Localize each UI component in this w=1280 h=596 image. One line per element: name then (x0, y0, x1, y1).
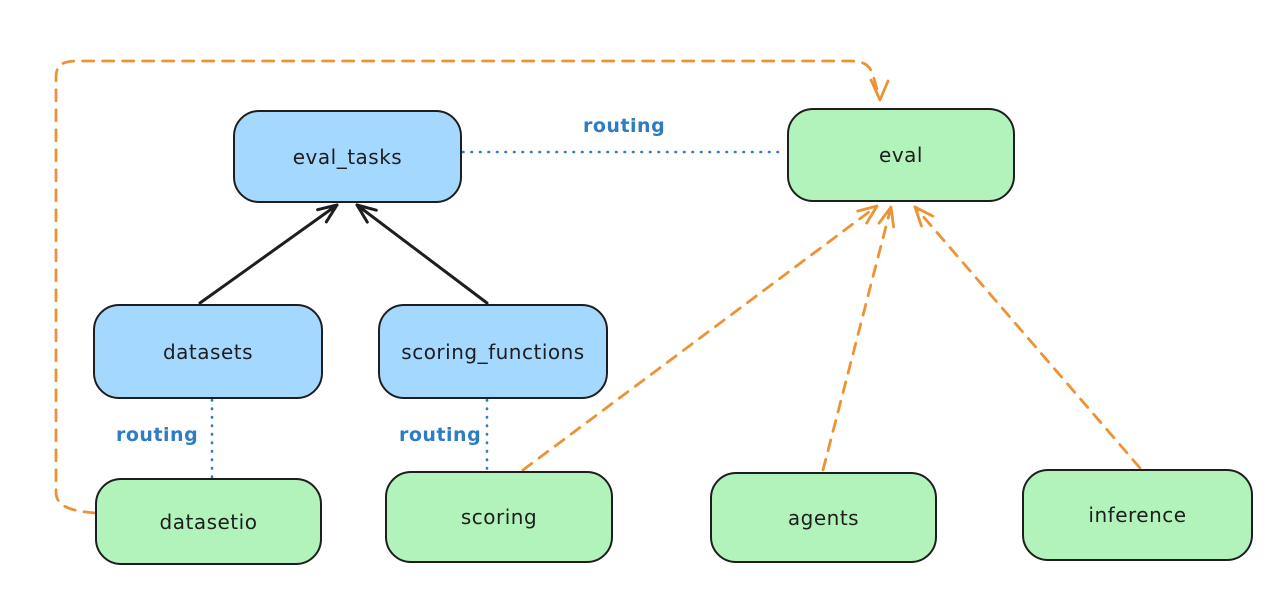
node-scoring-functions-label: scoring_functions (401, 339, 585, 364)
node-scoring[interactable]: scoring (385, 471, 613, 563)
node-inference-label: inference (1088, 503, 1187, 527)
node-scoring-label: scoring (460, 505, 538, 529)
edge-agents-to-eval-arrowhead (877, 205, 895, 229)
node-eval-tasks-label: eval_tasks (292, 144, 403, 169)
node-agents-label: agents (787, 505, 860, 530)
edge-datasets-to-eval-tasks (198, 203, 339, 305)
edge-agents-to-eval (821, 205, 893, 472)
node-eval-label: eval (879, 143, 923, 167)
node-datasets-label: datasets (162, 339, 254, 364)
node-eval-tasks[interactable]: eval_tasks (233, 110, 462, 203)
node-datasetio[interactable]: datasetio (95, 478, 322, 565)
edge-inference-to-eval-arrowhead (913, 205, 935, 228)
edge-datasetio-to-eval-arrowhead (869, 78, 890, 102)
edge-label-routing-left: routing (116, 424, 199, 446)
node-inference[interactable]: inference (1022, 469, 1253, 561)
node-agents[interactable]: agents (710, 472, 937, 563)
edge-label-routing-middle: routing (399, 424, 482, 446)
node-datasets[interactable]: datasets (93, 304, 323, 399)
node-datasetio-label: datasetio (159, 509, 258, 534)
edge-inference-to-eval (913, 205, 1142, 470)
node-scoring-functions[interactable]: scoring_functions (378, 304, 608, 399)
node-eval[interactable]: eval (787, 108, 1015, 202)
edge-label-routing-top: routing (583, 115, 666, 137)
edge-scoring-functions-to-eval-tasks (355, 203, 489, 305)
edge-scoring-to-eval-arrowhead (856, 204, 879, 225)
